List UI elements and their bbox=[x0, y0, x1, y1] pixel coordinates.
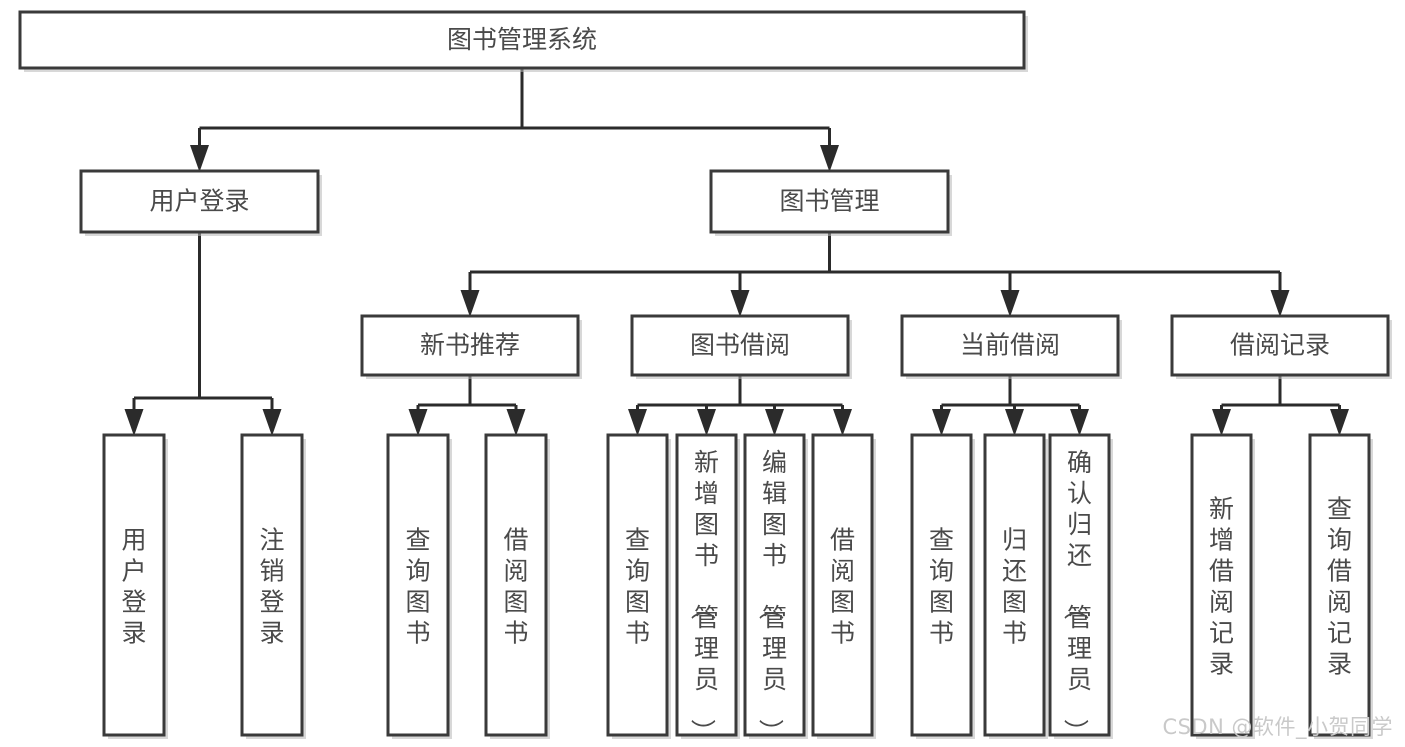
node-leaf-bw-add[interactable]: 新增图书（管理员） bbox=[675, 433, 740, 744]
node-border bbox=[240, 433, 304, 737]
connector-group-records bbox=[1212, 375, 1349, 436]
node-label: 查询图书 bbox=[929, 525, 954, 647]
connector-group-bookmgmt bbox=[460, 232, 1290, 317]
connector-group-newbook bbox=[408, 375, 526, 436]
node-borrow[interactable]: 图书借阅 bbox=[630, 314, 852, 379]
node-leaf-user-logout[interactable]: 注销登录 bbox=[240, 433, 306, 739]
connector-arrowhead bbox=[1330, 409, 1349, 436]
node-records[interactable]: 借阅记录 bbox=[1170, 314, 1392, 379]
node-label: 注销登录 bbox=[259, 525, 284, 647]
node-border bbox=[1190, 433, 1253, 737]
connector-group-borrow bbox=[628, 375, 852, 436]
node-label: 查询图书 bbox=[405, 525, 430, 647]
node-label: 图书借阅 bbox=[690, 331, 790, 360]
node-label: 新增借阅记录 bbox=[1209, 494, 1234, 678]
connector-arrowhead bbox=[765, 409, 784, 436]
node-border bbox=[79, 169, 320, 234]
node-border bbox=[983, 433, 1046, 737]
node-label: 用户登录 bbox=[121, 525, 146, 647]
connector-group-current bbox=[932, 375, 1089, 436]
node-label: 图书管理系统 bbox=[447, 25, 597, 54]
node-border bbox=[606, 433, 669, 737]
connector-arrowhead bbox=[460, 290, 480, 317]
node-label: 借阅图书 bbox=[503, 525, 528, 647]
connector-arrowhead bbox=[628, 409, 647, 436]
connector-group-login bbox=[124, 232, 282, 436]
connector-arrowhead bbox=[820, 145, 839, 172]
node-leaf-nb-borrow[interactable]: 借阅图书 bbox=[484, 433, 550, 739]
node-label: 借阅记录 bbox=[1230, 331, 1330, 360]
node-border bbox=[1308, 433, 1371, 737]
node-newbook[interactable]: 新书推荐 bbox=[360, 314, 582, 379]
node-border bbox=[709, 169, 950, 234]
node-label: 新增图书（管理员） bbox=[688, 448, 719, 744]
node-label: 用户登录 bbox=[149, 187, 249, 216]
node-leaf-cb-query[interactable]: 查询图书 bbox=[910, 433, 975, 739]
node-label: 确认归还（管理员） bbox=[1061, 448, 1092, 744]
connector-arrowhead bbox=[124, 409, 144, 436]
node-label: 编辑图书（管理员） bbox=[756, 448, 787, 744]
node-leaf-rc-query[interactable]: 查询借阅记录 bbox=[1308, 433, 1373, 739]
node-border bbox=[484, 433, 548, 737]
connector-layer bbox=[124, 68, 1349, 436]
node-border bbox=[1170, 314, 1390, 377]
node-label: 借阅图书 bbox=[830, 525, 855, 647]
connector-arrowhead bbox=[1070, 409, 1089, 436]
node-leaf-user-login[interactable]: 用户登录 bbox=[102, 433, 168, 739]
node-border bbox=[386, 433, 450, 737]
node-border bbox=[360, 314, 580, 377]
connector-arrowhead bbox=[1270, 290, 1290, 317]
node-border bbox=[18, 10, 1026, 70]
connector-group-root bbox=[190, 68, 839, 172]
node-border bbox=[630, 314, 850, 377]
csdn-watermark: CSDN @软件_小贺同学 bbox=[1162, 715, 1393, 739]
node-border bbox=[910, 433, 973, 737]
node-border bbox=[743, 433, 806, 737]
node-label: 新书推荐 bbox=[420, 331, 520, 360]
node-label: 查询图书 bbox=[625, 525, 650, 647]
node-leaf-rc-add[interactable]: 新增借阅记录 bbox=[1190, 433, 1255, 739]
node-leaf-cb-return[interactable]: 归还图书 bbox=[983, 433, 1048, 739]
node-border bbox=[1048, 433, 1111, 737]
node-leaf-nb-query[interactable]: 查询图书 bbox=[386, 433, 452, 739]
node-border bbox=[900, 314, 1120, 377]
node-label: 查询借阅记录 bbox=[1327, 494, 1352, 678]
connector-arrowhead bbox=[262, 409, 282, 436]
connector-arrowhead bbox=[730, 290, 750, 317]
node-border bbox=[102, 433, 166, 737]
connector-arrowhead bbox=[697, 409, 716, 436]
connector-arrowhead bbox=[1212, 409, 1231, 436]
connector-arrowhead bbox=[833, 409, 852, 436]
connector-arrowhead bbox=[1005, 409, 1024, 436]
node-leaf-bw-borrow[interactable]: 借阅图书 bbox=[811, 433, 876, 739]
node-leaf-bw-query[interactable]: 查询图书 bbox=[606, 433, 671, 739]
node-root[interactable]: 图书管理系统 bbox=[18, 10, 1028, 72]
connector-arrowhead bbox=[932, 409, 951, 436]
node-bookmgmt[interactable]: 图书管理 bbox=[709, 169, 952, 236]
node-layer: 图书管理系统用户登录图书管理新书推荐图书借阅当前借阅借阅记录用户登录注销登录查询… bbox=[18, 10, 1392, 744]
connector-arrowhead bbox=[408, 409, 428, 436]
connector-arrowhead bbox=[190, 145, 209, 172]
node-label: 当前借阅 bbox=[960, 331, 1060, 360]
node-border bbox=[811, 433, 874, 737]
node-leaf-bw-edit[interactable]: 编辑图书（管理员） bbox=[743, 433, 808, 744]
connector-arrowhead bbox=[506, 409, 526, 436]
node-border bbox=[675, 433, 738, 737]
node-login[interactable]: 用户登录 bbox=[79, 169, 322, 236]
node-label: 图书管理 bbox=[779, 187, 879, 216]
node-label: 归还图书 bbox=[1002, 525, 1027, 647]
node-leaf-cb-confirm[interactable]: 确认归还（管理员） bbox=[1048, 433, 1113, 744]
node-current[interactable]: 当前借阅 bbox=[900, 314, 1122, 379]
connector-arrowhead bbox=[1000, 290, 1020, 317]
